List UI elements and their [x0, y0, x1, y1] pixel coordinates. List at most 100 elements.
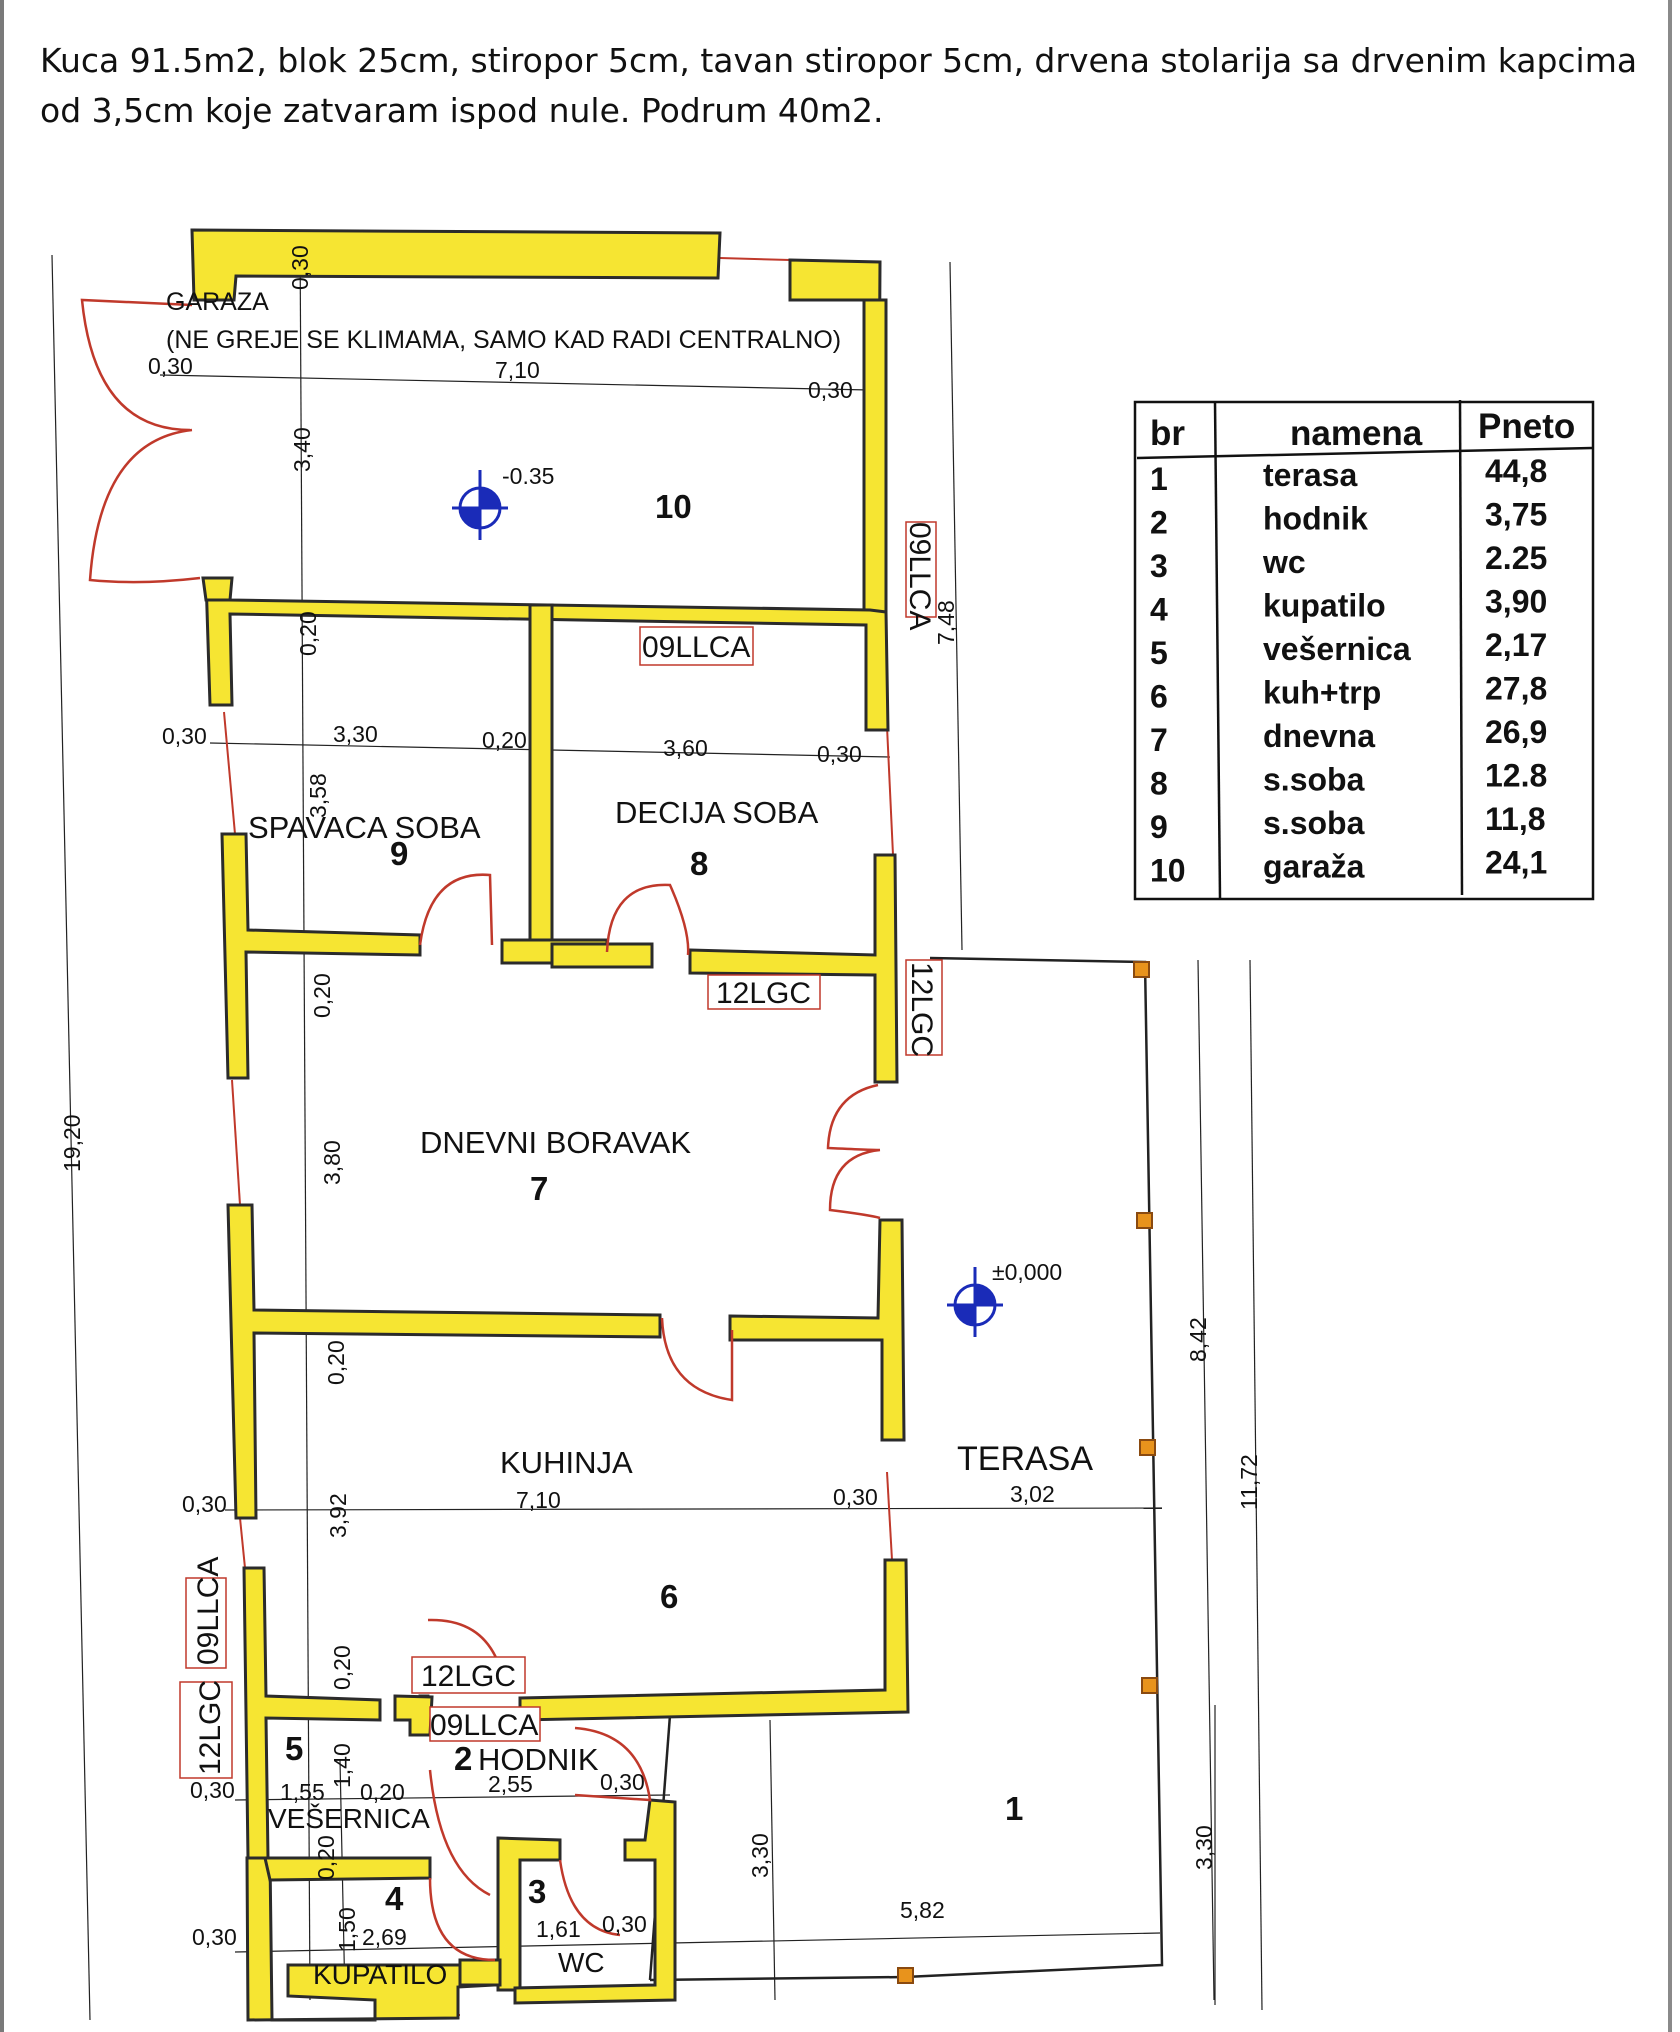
code-box-living-side [905, 959, 943, 1056]
laundry-name: VEŠERNICA [268, 1803, 430, 1834]
living-number: 7 [530, 1170, 548, 1207]
dim-b-030-c: 0,30 [600, 1769, 645, 1795]
description-line-2: od 3,5cm koje zatvaram ispod nule. Podru… [40, 91, 884, 130]
dim-line-terrace-inner [769, 1719, 776, 2001]
living-name: DNEVNI BORAVAK [420, 1125, 691, 1160]
table-cell: s.soba [1263, 805, 1365, 841]
hall-door [574, 1726, 652, 1802]
table-cell: hodnik [1263, 501, 1368, 537]
table-cell: 44,8 [1485, 453, 1547, 489]
hall-number: 2 [454, 1740, 472, 1777]
dim-total-842: 8,42 [1185, 1317, 1211, 1362]
dim-line-kitchen [224, 1507, 1163, 1511]
wc-name: WC [558, 1947, 605, 1978]
garage-level: -0.35 [502, 463, 554, 489]
table-cell: 2 [1150, 505, 1168, 541]
dim-b-255: 2,55 [488, 1771, 533, 1797]
dim-g-710: 7,10 [495, 357, 540, 383]
dim-g-030-left: 0,30 [148, 353, 193, 379]
living-terrace-door [826, 1083, 881, 1220]
wall-laundry-bottom [263, 1856, 432, 1882]
dim-b-020-a: 0,20 [329, 1645, 355, 1690]
wall-bath-left [245, 1856, 497, 2022]
table-cell: 2,17 [1485, 627, 1547, 663]
dim-l-020: 0,20 [309, 973, 335, 1018]
wall-bath-right [458, 1958, 502, 1987]
walls [190, 228, 910, 2022]
code-text-living-side: 12LGC [905, 962, 938, 1057]
bedroom-door [418, 873, 494, 946]
wall-bedroom-left [220, 832, 422, 1080]
terrace-name: TERASA [957, 1440, 1093, 1478]
table-header-pneto: Pneto [1478, 407, 1575, 446]
dim-k-710: 7,10 [516, 1487, 561, 1513]
code-box-hall-door [411, 1656, 526, 1694]
column-5 [897, 1967, 914, 1984]
dim-k-392: 3,92 [325, 1493, 351, 1538]
level-marker-terrace [947, 1267, 1003, 1337]
table-col-line-1 [1213, 401, 1222, 899]
window-code-text: 09LLCA 09LLCA 12LGC 12LGC 09LLCA 12LGC 1… [192, 522, 938, 1775]
code-box-living-top [707, 974, 821, 1010]
dim-line-11-72 [1249, 959, 1263, 2011]
kids-room-name: DECIJA SOBA [615, 795, 819, 830]
garage-name: GARAZA [166, 288, 269, 316]
column-4 [1141, 1677, 1158, 1694]
table-cell: vešernica [1263, 631, 1411, 667]
table-cell: 27,8 [1485, 671, 1547, 707]
table-cell: s.soba [1263, 762, 1365, 798]
dim-r-358: 3,58 [305, 773, 331, 818]
table-cell: 2.25 [1485, 540, 1547, 576]
bedroom-name: SPAVACA SOBA [248, 810, 481, 845]
window-code-boxes [179, 521, 943, 1779]
column-3 [1139, 1439, 1156, 1456]
table-header-line [1136, 446, 1593, 460]
wc-number: 3 [528, 1873, 546, 1910]
room-labels: GARAZA (NE GREJE SE KLIMAMA, SAMO KAD RA… [166, 288, 1093, 1990]
wall-kids-bottom-left [550, 942, 654, 969]
dim-line-19-20 [51, 254, 91, 2021]
table-col-line-2 [1458, 399, 1464, 896]
dim-b-161: 1,61 [536, 1916, 581, 1942]
dim-b-030-d: 0,30 [602, 1911, 647, 1937]
kitchen-number: 6 [660, 1578, 678, 1615]
dim-r-030-right: 0,30 [817, 741, 862, 767]
table-cell: 8 [1150, 766, 1168, 802]
table-cell: 12.8 [1485, 758, 1547, 794]
table-header-namena: namena [1290, 414, 1423, 453]
wall-garage-top-left [190, 228, 722, 302]
dim-k-030-left: 0,30 [182, 1491, 227, 1517]
wall-garage-right [862, 298, 888, 614]
laundry-number: 5 [285, 1730, 303, 1767]
wall-living-right [728, 1218, 906, 1442]
wc-door [558, 1859, 621, 1937]
table-cell: terasa [1263, 457, 1358, 493]
dim-b-140: 1,40 [329, 1743, 355, 1788]
dim-b-030-left: 0,30 [190, 1777, 235, 1803]
column-1 [1133, 961, 1150, 978]
dim-r-330: 3,30 [333, 721, 378, 747]
terrace-number: 1 [1005, 1790, 1023, 1827]
column-2 [1136, 1212, 1153, 1229]
kids-door [605, 883, 690, 956]
code-text-hall-door: 12LGC [421, 1660, 516, 1693]
table-cell: 7 [1150, 722, 1168, 758]
table-cell: 6 [1150, 679, 1168, 715]
dim-b-030-bot: 0,30 [192, 1924, 237, 1950]
code-box-hall [429, 1706, 541, 1742]
dim-total-1920: 19,20 [59, 1114, 85, 1172]
table-cell: 3,90 [1485, 584, 1547, 620]
page-right-edge [1668, 0, 1672, 2032]
table-cell: garaža [1263, 849, 1365, 885]
dim-line-garage [159, 374, 871, 391]
dim-line-bath [234, 1932, 1161, 1953]
code-text-garage-side: 09LLCA [903, 522, 936, 630]
code-text-living-top: 12LGC [716, 977, 811, 1010]
garage-number: 10 [655, 488, 692, 525]
garage-note: (NE GREJE SE KLIMAMA, SAMO KAD RADI CENT… [166, 326, 841, 354]
code-text-kids: 09LLCA [642, 631, 750, 664]
hall-name: HODNIK [478, 1742, 599, 1777]
laundry-door [428, 1769, 491, 1897]
